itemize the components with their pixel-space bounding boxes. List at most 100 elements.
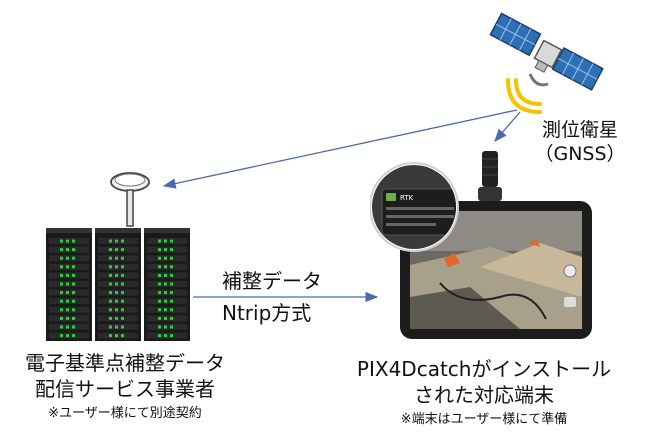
server-led — [164, 239, 167, 243]
server-led — [121, 325, 124, 329]
server-led — [164, 334, 167, 338]
server-led — [115, 273, 118, 277]
server-led — [121, 239, 124, 243]
server-cabinet-top — [95, 228, 141, 233]
server-led — [170, 282, 173, 286]
server-led — [109, 282, 112, 286]
app-badge-label: RTK — [400, 194, 414, 202]
device-caption-note: ※端末はユーザー様にて準備 — [400, 412, 568, 427]
server-led — [60, 256, 63, 260]
server-led — [66, 316, 69, 320]
server-led — [72, 248, 75, 252]
server-led — [158, 299, 161, 303]
server-cabinet-top — [46, 228, 92, 233]
server-led — [72, 256, 75, 260]
connection-label: 補整データ Ntrip方式 — [222, 268, 322, 326]
server-led — [121, 265, 124, 269]
device-caption-line1: PIX4Dcatchがインストール — [356, 357, 612, 381]
tablet-device-icon: RTK — [370, 151, 592, 339]
satellite-label-line1: 測位衛星 — [541, 119, 618, 141]
server-led — [170, 273, 173, 277]
server-led — [121, 316, 124, 320]
server-led — [109, 265, 112, 269]
server-led — [60, 299, 63, 303]
server-led — [158, 334, 161, 338]
server-led — [66, 299, 69, 303]
server-led — [115, 265, 118, 269]
server-led — [60, 316, 63, 320]
server-led — [72, 325, 75, 329]
server-led — [121, 308, 124, 312]
server-led — [115, 316, 118, 320]
server-led — [66, 325, 69, 329]
device-caption: PIX4Dcatchがインストール された対応端末 ※端末はユーザー様にて準備 — [350, 356, 618, 428]
server-led — [72, 316, 75, 320]
server-led — [170, 299, 173, 303]
server-led — [170, 265, 173, 269]
satellite-icon — [489, 12, 604, 114]
server-led — [72, 273, 75, 277]
server-led — [72, 308, 75, 312]
antenna-icon — [110, 172, 150, 227]
server-led — [66, 334, 69, 338]
server-led — [109, 334, 112, 338]
provider-caption-line2: 配信サービス事業者 — [35, 377, 215, 401]
server-led — [158, 325, 161, 329]
server-led — [170, 248, 173, 252]
server-led — [109, 316, 112, 320]
server-led — [72, 282, 75, 286]
server-led — [170, 316, 173, 320]
server-led — [115, 308, 118, 312]
server-led — [121, 273, 124, 277]
server-led — [60, 265, 63, 269]
server-led — [170, 291, 173, 295]
server-led — [109, 308, 112, 312]
server-led — [121, 256, 124, 260]
server-led — [158, 256, 161, 260]
gnss-receiver-icon — [478, 151, 502, 201]
server-led — [158, 282, 161, 286]
server-led — [60, 273, 63, 277]
server-led — [60, 325, 63, 329]
server-led — [115, 248, 118, 252]
server-led — [170, 325, 173, 329]
server-led — [109, 291, 112, 295]
server-led — [72, 291, 75, 295]
connection-label-line1: 補整データ — [222, 269, 322, 293]
server-cabinet-top — [144, 228, 190, 233]
server-led — [164, 316, 167, 320]
server-rack-icon — [46, 228, 190, 341]
provider-caption-note: ※ユーザー様にて別途契約 — [48, 406, 202, 421]
server-led — [66, 248, 69, 252]
server-led — [121, 334, 124, 338]
server-led — [66, 273, 69, 277]
server-led — [164, 325, 167, 329]
server-led — [158, 291, 161, 295]
server-led — [158, 248, 161, 252]
server-led — [158, 265, 161, 269]
server-led — [60, 239, 63, 243]
server-led — [164, 248, 167, 252]
server-led — [109, 239, 112, 243]
server-led — [170, 239, 173, 243]
server-led — [115, 291, 118, 295]
server-led — [109, 256, 112, 260]
server-led — [109, 248, 112, 252]
server-led — [109, 273, 112, 277]
server-led — [170, 334, 173, 338]
server-led — [121, 248, 124, 252]
server-led — [115, 256, 118, 260]
server-led — [158, 316, 161, 320]
connection-label-line2: Ntrip方式 — [222, 301, 312, 325]
server-led — [170, 308, 173, 312]
server-led — [164, 265, 167, 269]
server-led — [66, 256, 69, 260]
server-led — [164, 308, 167, 312]
server-led — [164, 291, 167, 295]
server-led — [60, 334, 63, 338]
server-led — [158, 308, 161, 312]
server-led — [109, 325, 112, 329]
provider-caption: 電子基準点補整データ 配信サービス事業者 ※ユーザー様にて別途契約 — [0, 350, 250, 422]
server-led — [66, 308, 69, 312]
